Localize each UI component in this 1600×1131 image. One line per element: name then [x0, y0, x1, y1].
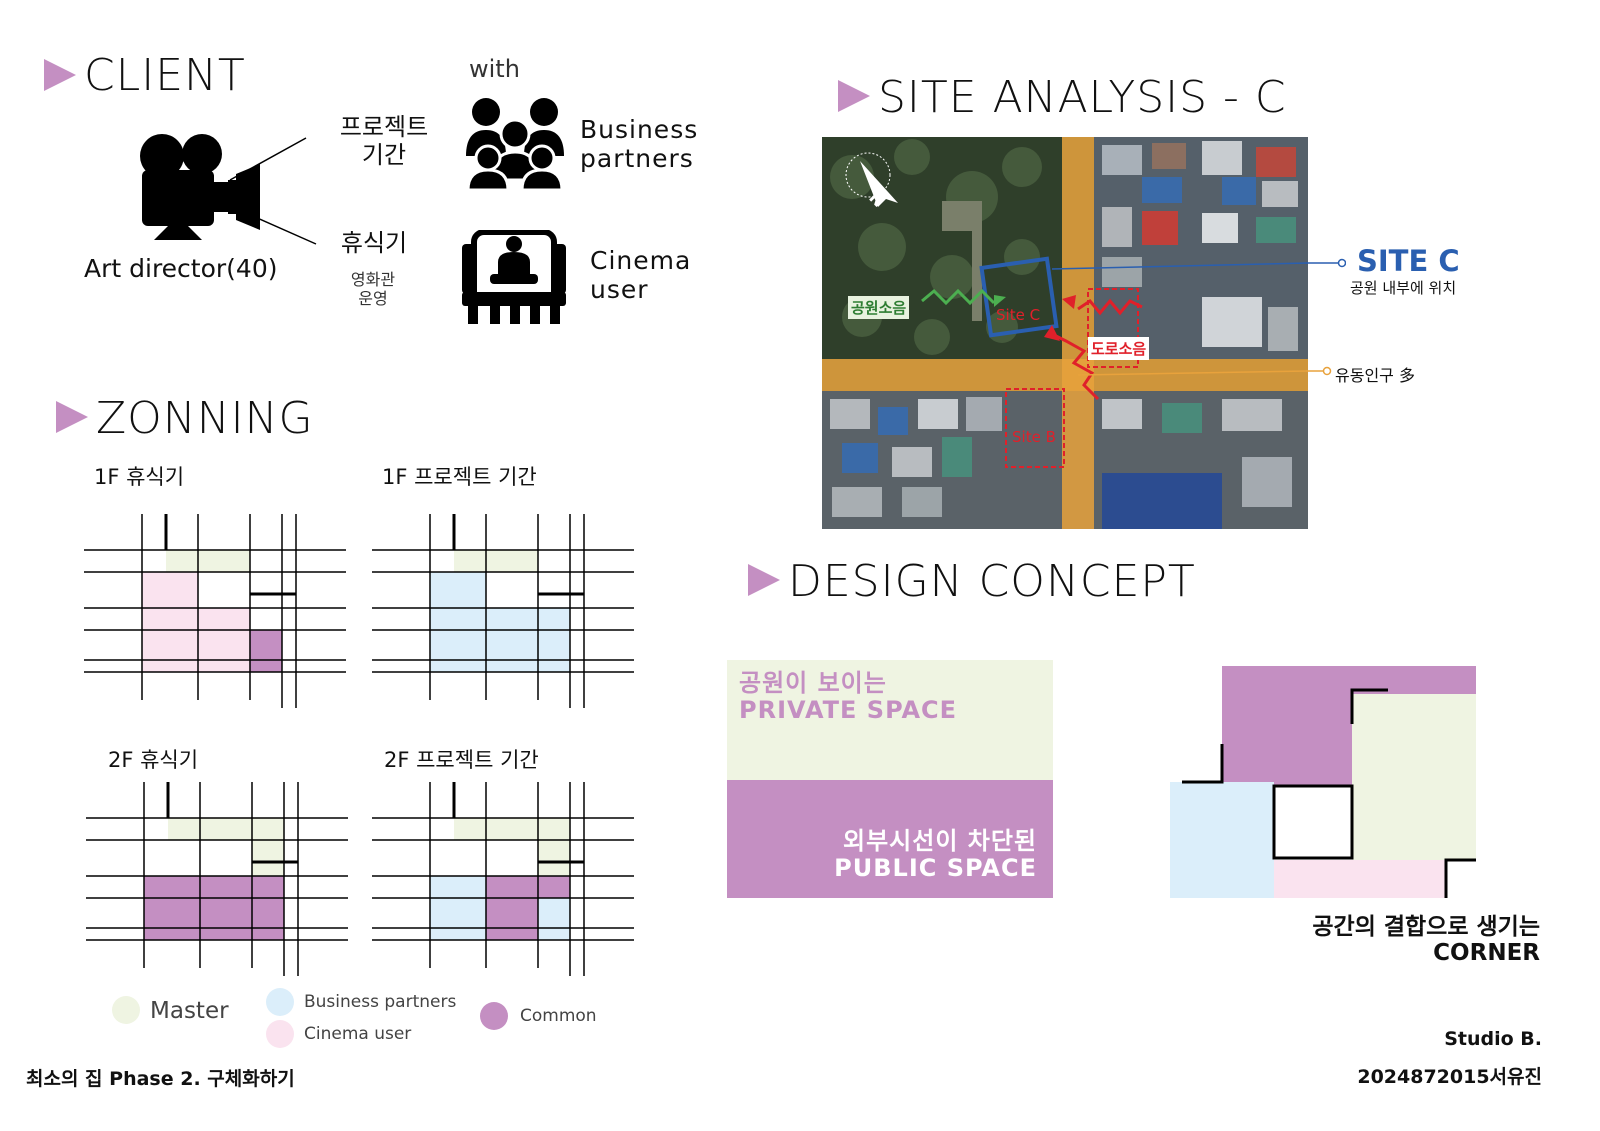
legend-common: Common — [520, 1006, 597, 1026]
legend-dot-cinema — [266, 1020, 294, 1048]
concept-heading-marker — [748, 564, 780, 596]
client-heading-marker — [44, 59, 76, 91]
plan-label-2f-rest: 2F 휴식기 — [108, 748, 199, 772]
plan-1f-rest — [84, 514, 346, 708]
connector-lines — [229, 137, 317, 245]
rest-period-sub: 영화관 운영 — [350, 270, 396, 309]
park-noise-label: 공원소음 — [848, 296, 910, 319]
corner-text: 공간의 결합으로 생기는 CORNER — [1312, 914, 1540, 967]
public-space-block — [727, 780, 1053, 898]
legend-business: Business partners — [304, 992, 457, 1012]
group-people-icon — [466, 98, 564, 192]
client-heading: CLIENT — [84, 50, 246, 101]
road-noise-label: 도로소음 — [1088, 337, 1150, 360]
site-b-map-label: Site B — [1012, 428, 1056, 446]
callout-extensions — [1306, 258, 1346, 376]
site-c-desc: 공원 내부에 위치 — [1350, 279, 1457, 297]
plan-label-2f-project: 2F 프로젝트 기간 — [384, 748, 539, 772]
plan-2f-project — [372, 782, 634, 976]
traffic-label: 유동인구 多 — [1335, 366, 1415, 385]
zoning-heading-marker — [56, 401, 88, 433]
site-c-label: SITE C — [1357, 244, 1460, 278]
legend-master: Master — [150, 998, 229, 1024]
business-partners-label: Business partners — [580, 115, 699, 173]
project-title: 최소의 집 Phase 2. 구체화하기 — [26, 1068, 295, 1090]
site-aerial-map — [822, 137, 1308, 529]
concept-heading: DESIGN CONCEPT — [788, 556, 1196, 607]
studio-label: Studio B. — [1444, 1028, 1542, 1050]
movie-camera-icon — [140, 134, 260, 240]
legend-dot-master — [112, 996, 140, 1024]
plan-1f-project — [372, 514, 634, 708]
cinema-user-label: Cinema user — [590, 246, 692, 304]
legend-dot-business — [266, 988, 294, 1016]
plan-label-1f-project: 1F 프로젝트 기간 — [382, 465, 537, 489]
private-space-block — [727, 660, 1053, 780]
site-heading-marker — [838, 80, 870, 112]
art-director-label: Art director(40) — [84, 254, 278, 283]
public-space-text: 외부시선이 차단된 PUBLIC SPACE — [834, 827, 1037, 882]
cinema-seat-icon — [462, 230, 566, 324]
project-period-label: 프로젝트 기간 — [339, 113, 429, 169]
site-c-map-label: Site C — [996, 306, 1041, 324]
with-label: with — [469, 55, 520, 83]
corner-concept-diagram — [1170, 666, 1476, 898]
rest-period-label: 휴식기 — [340, 229, 408, 257]
legend-cinema: Cinema user — [304, 1024, 412, 1044]
legend-dot-common — [480, 1002, 508, 1030]
private-space-text: 공원이 보이는 PRIVATE SPACE — [739, 669, 958, 724]
site-heading: SITE ANALYSIS - C — [878, 72, 1287, 123]
student-id: 2024872015서유진 — [1357, 1066, 1542, 1088]
plan-label-1f-rest: 1F 휴식기 — [94, 465, 185, 489]
plan-2f-rest — [86, 782, 348, 976]
zoning-heading: ZONNING — [96, 393, 314, 444]
